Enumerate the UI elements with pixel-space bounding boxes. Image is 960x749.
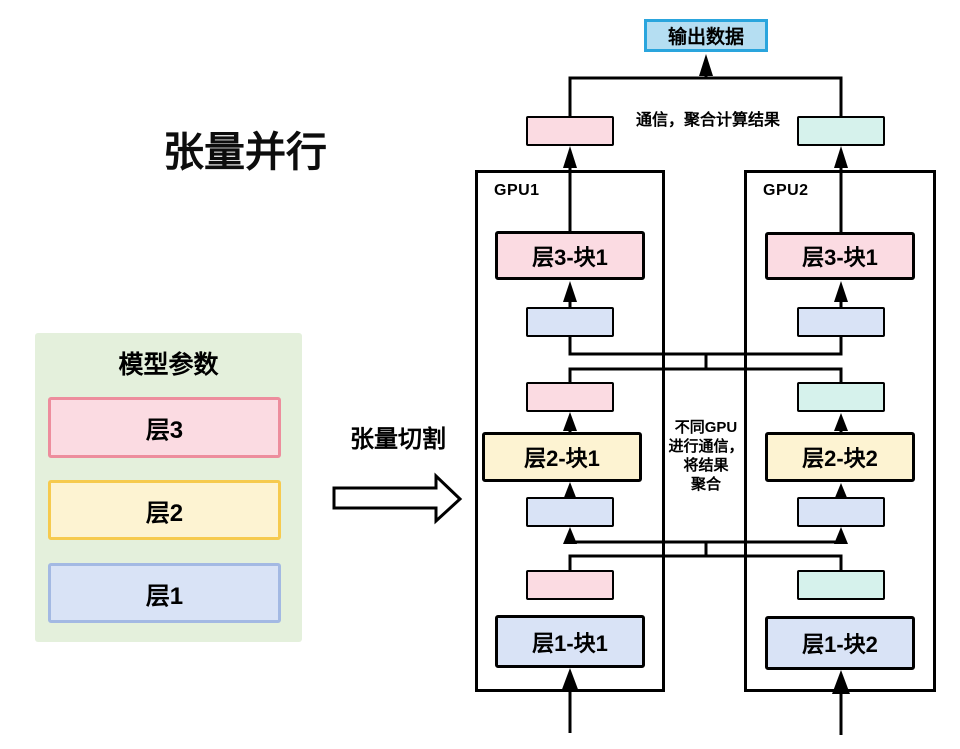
gpu2-layer2-partial-box — [797, 382, 885, 412]
gpu1-layer3-block: 层3-块1 — [495, 231, 645, 280]
inter-gpu-communication-line1: 不同GPU — [674, 419, 738, 436]
inter-gpu-communication-label: 不同GPU 进行通信， 将结果 聚合 — [650, 418, 762, 494]
model-layer3-box: 层3 — [48, 397, 281, 458]
gpu2-output-partial-box — [797, 116, 885, 146]
inter-gpu-communication-line3: 将结果 — [683, 457, 729, 474]
inter-gpu-communication-line2: 进行通信， — [668, 438, 744, 455]
output-data-box: 输出数据 — [644, 19, 768, 52]
model-params-heading: 模型参数 — [118, 351, 219, 379]
gpu1-layer2-block: 层2-块1 — [482, 432, 642, 482]
model-params-panel: 模型参数 层3 层2 层1 — [35, 333, 302, 642]
gpu2-layer3-block: 层3-块1 — [765, 232, 915, 280]
gpu1-layer2-partial-box — [526, 382, 614, 412]
gpu1-layer2-input-box — [526, 497, 614, 527]
gpu2-layer2-block: 层2-块2 — [765, 432, 915, 482]
gpu1-label: GPU1 — [494, 182, 540, 199]
gpu2-layer3-input-box — [797, 307, 885, 337]
gpu1-layer1-block: 层1-块1 — [495, 615, 645, 668]
inter-gpu-communication-line4: 聚合 — [690, 476, 721, 493]
tensor-split-label: 张量切割 — [350, 426, 446, 453]
tensor-split-arrow — [332, 472, 463, 525]
gpu1-output-partial-box — [526, 116, 614, 146]
gpu2-layer1-partial-box — [797, 570, 885, 600]
gpu2-label: GPU2 — [763, 182, 809, 199]
gpu2-layer1-block: 层1-块2 — [765, 616, 915, 670]
gpu1-layer1-partial-box — [526, 570, 614, 600]
communication-aggregate-label: 通信，聚合计算结果 — [635, 112, 780, 129]
diagram-title: 张量并行 — [163, 129, 327, 175]
model-layer1-box: 层1 — [48, 563, 281, 623]
gpu2-layer2-input-box — [797, 497, 885, 527]
arrow-heads — [561, 54, 850, 694]
model-layer2-box: 层2 — [48, 480, 281, 540]
gpu1-layer3-input-box — [526, 307, 614, 337]
